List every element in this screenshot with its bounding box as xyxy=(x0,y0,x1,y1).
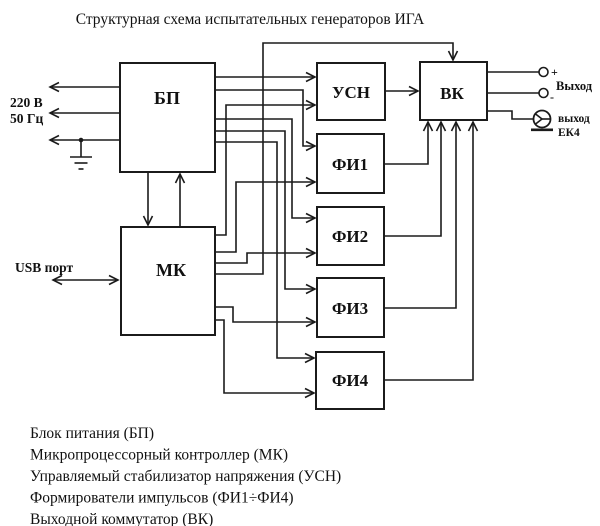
block-fi2-label: ФИ2 xyxy=(332,227,368,246)
output-label: Выход xyxy=(556,79,593,93)
legend-item-bp: Блок питания (БП) xyxy=(30,425,154,442)
mains-voltage-label: 220 В xyxy=(10,95,43,110)
wire-bp-fi1 xyxy=(215,89,315,146)
wire-mk-fi2 xyxy=(215,253,315,264)
wire-mk-vk-top xyxy=(215,42,453,275)
block-bp xyxy=(119,62,216,173)
block-fi1-label: ФИ1 xyxy=(332,155,368,174)
terminal-plus-icon xyxy=(538,66,549,78)
block-mk-label: МК xyxy=(156,260,186,280)
lamp-ek4-icon xyxy=(531,109,553,132)
block-usn-label: УСН xyxy=(332,83,370,102)
terminal-minus-icon xyxy=(538,87,549,99)
legend-item-usn: Управляемый стабилизатор напряжения (УСН… xyxy=(30,468,341,485)
wire-fi2-vk xyxy=(384,122,441,237)
block-fi1 xyxy=(316,133,385,194)
block-fi3-label: ФИ3 xyxy=(332,299,368,318)
mains-freq-label: 50 Гц xyxy=(10,111,43,126)
block-vk xyxy=(419,61,488,121)
block-usn xyxy=(316,62,386,121)
ek4-output-label: выход xyxy=(558,113,590,125)
terminal-minus-label: - xyxy=(550,90,554,104)
legend-item-mk: Микропроцессорный контроллер (МК) xyxy=(30,447,288,464)
block-fi4 xyxy=(315,351,385,410)
wire-fi3-vk xyxy=(384,122,456,309)
legend: Блок питания (БП) Микропроцессорный конт… xyxy=(30,425,341,526)
wiring xyxy=(50,42,539,393)
ground-icon xyxy=(70,137,92,170)
terminal-plus-label: + xyxy=(551,65,558,79)
wire-fi4-vk xyxy=(384,122,473,381)
wire-bp-fi3 xyxy=(215,130,315,289)
wire-bp-fi4 xyxy=(215,141,314,358)
wire-fi1-vk xyxy=(384,122,428,165)
block-vk-label: ВК xyxy=(440,84,464,103)
wire-bp-fi2 xyxy=(215,118,315,218)
block-fi4-label: ФИ4 xyxy=(332,371,369,390)
block-fi2 xyxy=(316,206,385,266)
blocks: БП МК УСН ВК ФИ1 ФИ2 ФИ3 ФИ4 xyxy=(119,61,488,410)
ek4-name-label: ЕК4 xyxy=(558,127,580,139)
legend-item-vk: Выходной коммутатор (ВК) xyxy=(30,511,213,526)
diagram-title: Структурная схема испытательных генерато… xyxy=(76,11,425,28)
wire-vk-ek4 xyxy=(487,110,533,120)
legend-item-fi: Формирователи импульсов (ФИ1÷ФИ4) xyxy=(30,490,294,507)
wire-mk-fi1 xyxy=(215,182,315,253)
usb-port-label: USB порт xyxy=(15,260,73,275)
wire-mk-usn xyxy=(215,105,315,236)
block-mk xyxy=(120,226,216,336)
block-bp-label: БП xyxy=(154,88,180,108)
wire-mk-fi4 xyxy=(215,319,314,393)
wire-mk-fi3 xyxy=(215,306,315,322)
block-fi3 xyxy=(316,277,385,338)
